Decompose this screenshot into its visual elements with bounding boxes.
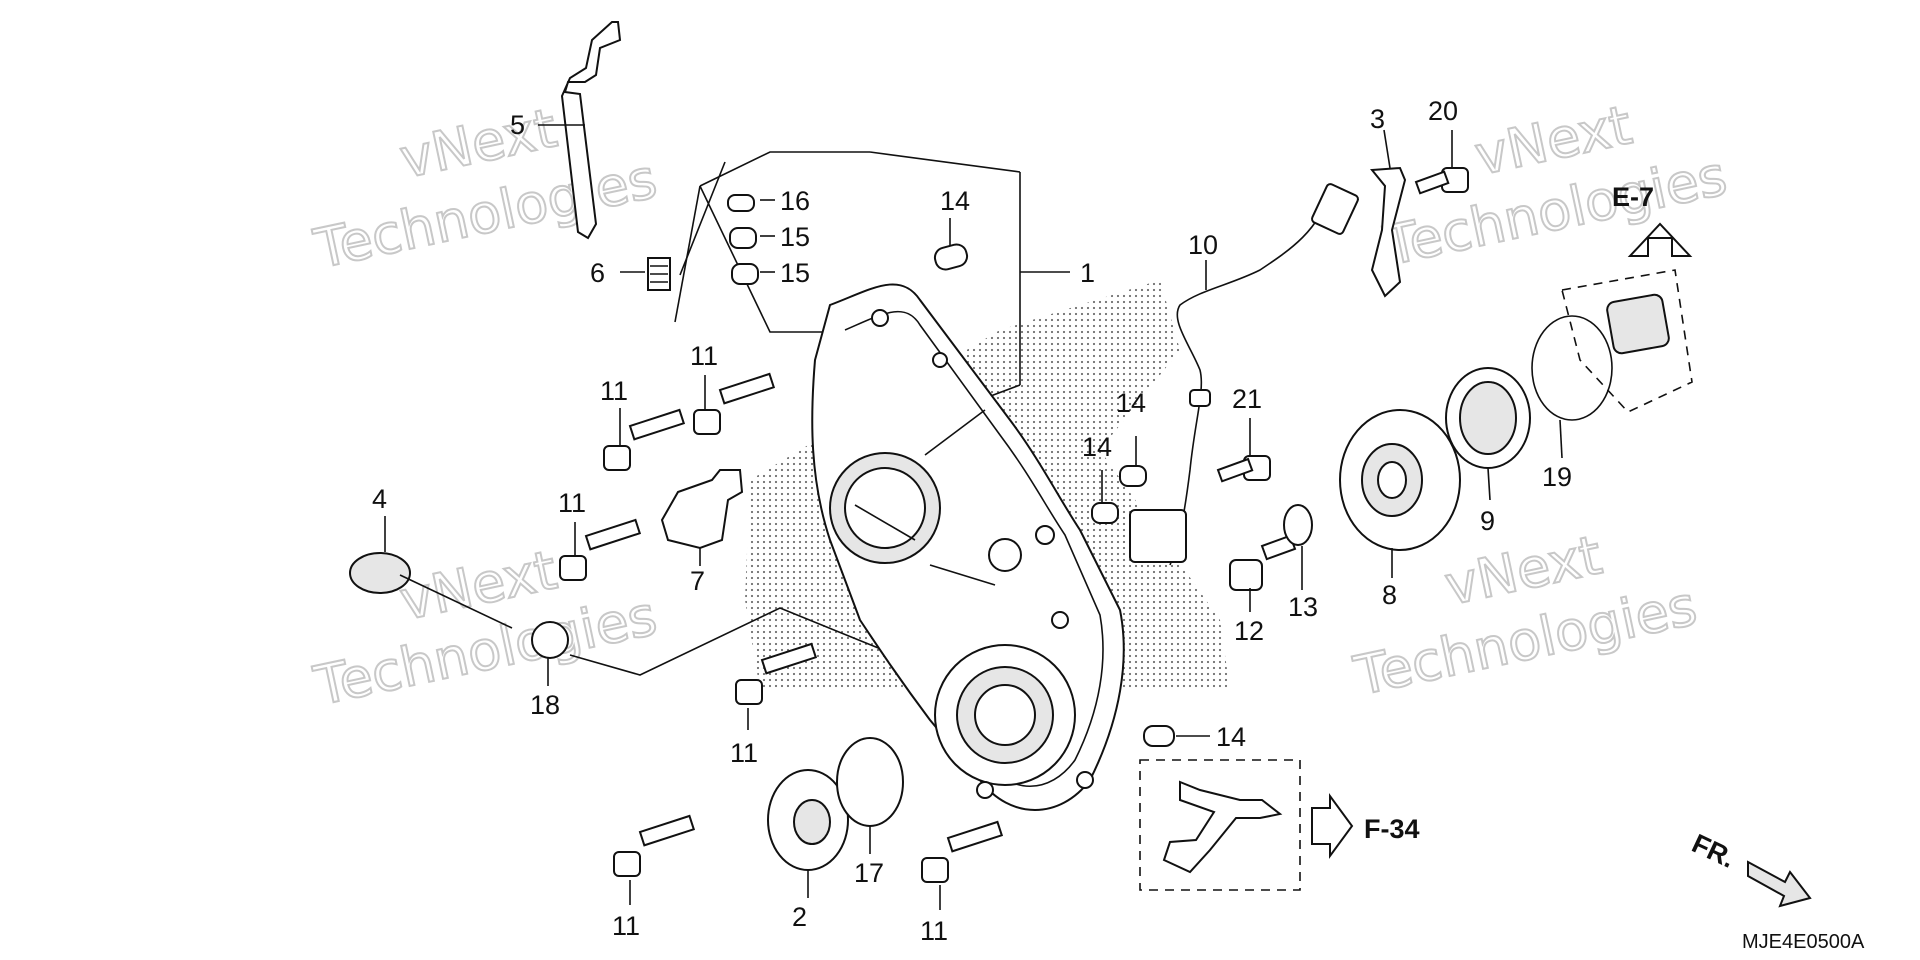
dowel-14-mid-a bbox=[1119, 465, 1147, 487]
callout-14-mid-a: 14 bbox=[1116, 388, 1146, 418]
callout-7: 7 bbox=[690, 566, 705, 596]
bracket-7 bbox=[660, 469, 744, 550]
bolt-20 bbox=[1414, 167, 1469, 195]
callout-10: 10 bbox=[1188, 230, 1218, 260]
callout-4: 4 bbox=[372, 484, 387, 514]
callout-1: 1 bbox=[1080, 258, 1095, 288]
callout-17: 17 bbox=[854, 858, 884, 888]
callout-19: 19 bbox=[1542, 462, 1572, 492]
bolt-11-a bbox=[603, 408, 686, 471]
callout-3: 3 bbox=[1370, 104, 1385, 134]
callout-11-d: 11 bbox=[730, 738, 758, 768]
callout-2: 2 bbox=[792, 902, 807, 932]
callout-13: 13 bbox=[1288, 592, 1318, 622]
front-arrow bbox=[1747, 860, 1812, 908]
callout-14-top: 14 bbox=[940, 186, 970, 216]
callout-15-b: 15 bbox=[780, 258, 810, 288]
washer-13 bbox=[1283, 504, 1313, 546]
bolt-21 bbox=[1216, 455, 1271, 483]
callout-12: 12 bbox=[1234, 616, 1264, 646]
callout-16: 16 bbox=[780, 186, 810, 216]
callout-11-b: 11 bbox=[690, 341, 718, 371]
spring bbox=[647, 257, 671, 291]
watermark-bottom-right: vNext Technologies bbox=[1348, 522, 1703, 709]
callout-9: 9 bbox=[1480, 506, 1495, 536]
f34-arrow bbox=[1311, 792, 1354, 860]
dowel-16 bbox=[727, 194, 755, 212]
dowel-14-mid-b bbox=[1091, 502, 1119, 524]
callout-15-a: 15 bbox=[780, 222, 810, 252]
dowel-14-top bbox=[933, 243, 969, 271]
sensor-10 bbox=[1129, 183, 1359, 566]
callout-14-mid-b: 14 bbox=[1082, 432, 1112, 462]
spring-leader bbox=[679, 161, 726, 276]
callout-11-e: 11 bbox=[612, 911, 640, 941]
snap-ring-19 bbox=[1531, 315, 1613, 421]
callout-18: 18 bbox=[530, 690, 560, 720]
callout-5: 5 bbox=[510, 110, 525, 140]
callout-14-bottom: 14 bbox=[1216, 722, 1246, 752]
crankcase-cover bbox=[811, 283, 1125, 811]
callout-11-a: 11 bbox=[600, 376, 628, 406]
callout-21: 21 bbox=[1232, 384, 1262, 414]
callout-6: 6 bbox=[590, 258, 605, 288]
dowel-14-bottom bbox=[1143, 725, 1175, 747]
e7-arrow bbox=[1627, 222, 1693, 257]
bolt-11-c bbox=[559, 518, 642, 581]
bracket-3 bbox=[1370, 166, 1407, 298]
ref-e7: E-7 bbox=[1612, 182, 1654, 212]
watermark-top-left: vNext Technologies bbox=[308, 95, 663, 282]
o-ring-17 bbox=[836, 737, 904, 827]
leader-lines bbox=[384, 124, 1563, 910]
bracket-f34-box bbox=[1139, 759, 1301, 891]
cap-2 bbox=[767, 769, 849, 871]
bolt-12 bbox=[1229, 534, 1297, 591]
ref-front: FR. bbox=[1687, 828, 1739, 874]
bolt-11-b bbox=[693, 372, 776, 435]
callout-11-c: 11 bbox=[558, 488, 586, 518]
needle-bearing-box bbox=[1561, 269, 1693, 413]
dowel-15a bbox=[729, 227, 757, 249]
diagram-code: MJE4E0500A bbox=[1742, 931, 1865, 953]
o-ring-18 bbox=[531, 621, 569, 659]
bolt-11-f bbox=[921, 820, 1004, 883]
starter-clutch-8 bbox=[1339, 409, 1461, 551]
one-way-clutch-9 bbox=[1445, 367, 1531, 469]
callout-8: 8 bbox=[1382, 580, 1397, 610]
oil-filler-cap bbox=[349, 552, 513, 629]
group-bracket-bottom bbox=[569, 607, 921, 676]
dowel-15b bbox=[731, 263, 759, 285]
bolt-11-e bbox=[613, 814, 696, 877]
callout-11-f: 11 bbox=[920, 916, 948, 946]
callout-20: 20 bbox=[1428, 96, 1458, 126]
bolt-11-d bbox=[735, 642, 818, 705]
dipstick-pipe bbox=[560, 21, 622, 240]
ref-f34: F-34 bbox=[1364, 814, 1420, 844]
